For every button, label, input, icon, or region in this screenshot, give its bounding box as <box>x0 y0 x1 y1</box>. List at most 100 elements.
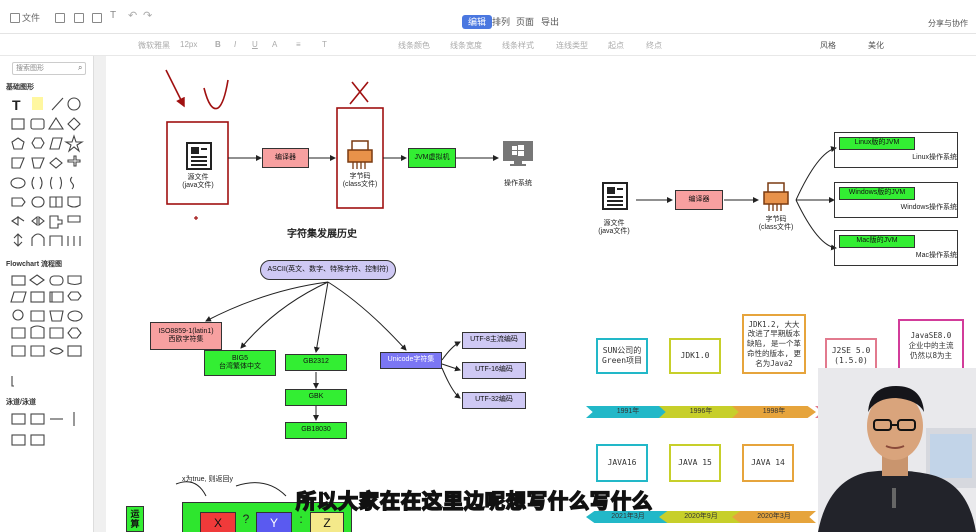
canvas-gutter <box>94 56 106 532</box>
bytecode-icon-2 <box>763 182 789 211</box>
top-toolbar: 文件 T ↶ ↷ 编辑 排列 页面 导出 分享与协作 <box>0 0 976 34</box>
print-icon[interactable] <box>74 13 84 23</box>
mac-jvm-node[interactable]: Mac版的JVM <box>839 235 915 248</box>
ternary-note: x为true, 则返回y <box>182 476 233 483</box>
ternary-colon: : <box>299 512 303 526</box>
windows-platform-box: Windows版的JVM Windows操作系统 <box>834 182 958 218</box>
timeline-year-bar: 1998年 <box>732 406 816 418</box>
style-button[interactable]: 风格 <box>820 41 836 50</box>
utf8-node[interactable]: UTF-8主流编码 <box>462 332 526 349</box>
windows-jvm-node[interactable]: Windows版的JVM <box>839 187 915 200</box>
highlight-source <box>166 121 229 205</box>
menu-icon[interactable] <box>10 13 20 23</box>
source-file-label-2: 源文件 (java文件) <box>598 220 630 236</box>
document-icon-2 <box>602 182 628 210</box>
font-size-select[interactable]: 12px <box>180 40 198 49</box>
font-select[interactable]: 微软雅黑 <box>138 41 170 50</box>
bytecode-label-2: 字节码 (class文件) <box>758 216 794 232</box>
presenter-video <box>818 368 976 532</box>
end-arrow-select[interactable]: 终点 <box>646 41 662 50</box>
font-color-icon[interactable]: A <box>272 40 278 49</box>
utf32-node[interactable]: UTF-32编码 <box>462 392 526 409</box>
start-arrow-select[interactable]: 起点 <box>608 41 624 50</box>
underline-icon[interactable]: U <box>252 40 258 49</box>
timeline-release-bar: 2021年3月 <box>586 511 670 523</box>
timeline-event[interactable]: SUN公司的 Green项目 <box>596 338 648 374</box>
file-menu[interactable]: 文件 <box>22 13 41 23</box>
beautify-button[interactable]: 美化 <box>868 41 884 50</box>
timeline-event[interactable]: JDK1.2, 大大 改进了早期版本 缺陷, 是一个革 命性的版本, 更 名为J… <box>742 314 806 374</box>
italic-icon[interactable]: I <box>234 40 237 49</box>
annotation-arrow <box>165 69 185 108</box>
compiler-node-2[interactable]: 编译器 <box>675 190 723 210</box>
iso8859-node[interactable]: ISO8859-1(latin1) 西欧字符集 <box>150 322 222 350</box>
line-width-select[interactable]: 线条宽度 <box>450 41 482 50</box>
linux-platform-box: Linux版的JVM Linux操作系统 <box>834 132 958 168</box>
mac-os-label: Mac操作系统 <box>915 252 957 259</box>
linux-os-label: Linux操作系统 <box>912 154 957 161</box>
connectors-layer <box>165 69 837 497</box>
timeline-event[interactable]: JavaSE8.0 企业中的主流 仍然以8为主 <box>898 319 964 373</box>
diagram-canvas[interactable]: 源文件 (java文件) 编译器 字节码 (class文件) JVM虚拟机 操作… <box>106 56 976 532</box>
jvm-node[interactable]: JVM虚拟机 <box>408 148 456 168</box>
tab-page[interactable]: 页面 <box>516 17 535 27</box>
windows-os-label: Windows操作系统 <box>900 204 957 211</box>
big5-node[interactable]: BIG5 台湾繁体中文 <box>204 350 276 376</box>
source-file-label: 源文件 (java文件) <box>182 174 214 190</box>
annotation-check <box>203 79 229 110</box>
timeline-event[interactable]: JDK1.0 <box>669 338 721 374</box>
line-style-select[interactable]: 线条样式 <box>502 41 534 50</box>
shape-library-panel: 搜索图形 ⌕ 基础图形 Flowchart 流程图 泳道/泳道 T <box>0 56 94 532</box>
video-subtitle: 所以大家在在这里边呢想写什么写什么 <box>295 488 653 514</box>
tab-arrange[interactable]: 排列 <box>492 17 511 27</box>
utf16-node[interactable]: UTF-16编码 <box>462 362 526 379</box>
ternary-question: ? <box>242 512 250 526</box>
shape-search-input[interactable]: 搜索图形 <box>12 62 86 75</box>
redo-icon[interactable]: ↷ <box>143 10 153 22</box>
mac-platform-box: Mac版的JVM Mac操作系统 <box>834 230 958 266</box>
gb2312-node[interactable]: GB2312 <box>285 354 347 371</box>
bytecode-icon <box>347 140 373 169</box>
line-color-select[interactable]: 线条颜色 <box>398 41 430 50</box>
timeline-release-bar: 2020年3月 <box>732 511 816 523</box>
section-flowchart[interactable]: Flowchart 流程图 <box>6 261 63 268</box>
ascii-node[interactable]: ASCII(英文、数字、特殊字符、控制符) <box>260 260 396 280</box>
export-icon[interactable] <box>92 13 102 23</box>
annotation-cross <box>349 81 369 105</box>
bytecode-label: 字节码 (class文件) <box>342 173 378 189</box>
unicode-node[interactable]: Unicode字符集 <box>380 352 442 369</box>
section-swimlane[interactable]: 泳道/泳道 <box>6 399 36 406</box>
connector-select[interactable]: 连线类型 <box>556 41 588 50</box>
shape-thumbnails[interactable]: T <box>0 56 94 532</box>
undo-icon[interactable]: ↶ <box>128 10 138 22</box>
timeline-release[interactable]: JAVA 14 <box>742 444 794 482</box>
section-basic-shapes[interactable]: 基础图形 <box>6 84 34 91</box>
save-icon[interactable] <box>55 13 65 23</box>
tab-edit[interactable]: 编辑 <box>462 15 493 29</box>
bold-icon[interactable]: B <box>215 40 221 49</box>
format-brush-icon[interactable]: T <box>110 10 117 21</box>
compiler-node[interactable]: 编译器 <box>262 148 309 168</box>
gbk-node[interactable]: GBK <box>285 389 347 406</box>
timeline-year-bar: 1996年 <box>659 406 743 418</box>
linux-jvm-node[interactable]: Linux版的JVM <box>839 137 915 150</box>
os-label: 操作系统 <box>504 180 532 187</box>
ternary-x[interactable]: X <box>200 512 236 532</box>
format-toolbar: 微软雅黑 12px B I U A ≡ T 线条颜色 线条宽度 线条样式 连线类… <box>0 34 976 56</box>
annotation-plus <box>194 216 198 220</box>
text-style-icon[interactable]: T <box>322 40 327 49</box>
timeline-release[interactable]: JAVA 15 <box>669 444 721 482</box>
share-button[interactable]: 分享与协作 <box>928 19 968 28</box>
timeline-release[interactable]: JAVA16 <box>596 444 648 482</box>
timeline-release-bar: 2020年9月 <box>659 511 743 523</box>
search-icon[interactable]: ⌕ <box>78 63 83 72</box>
ternary-z[interactable]: Z <box>310 512 344 532</box>
ternary-y[interactable]: Y <box>256 512 292 532</box>
svg-text:T: T <box>12 97 21 113</box>
gb18030-node[interactable]: GB18030 <box>285 422 347 439</box>
tab-export[interactable]: 导出 <box>541 17 560 27</box>
document-icon <box>186 142 212 170</box>
charset-title: 字符集发展历史 <box>287 229 357 240</box>
align-icon[interactable]: ≡ <box>296 40 301 49</box>
operator-side-label[interactable]: 运算 <box>126 506 144 532</box>
